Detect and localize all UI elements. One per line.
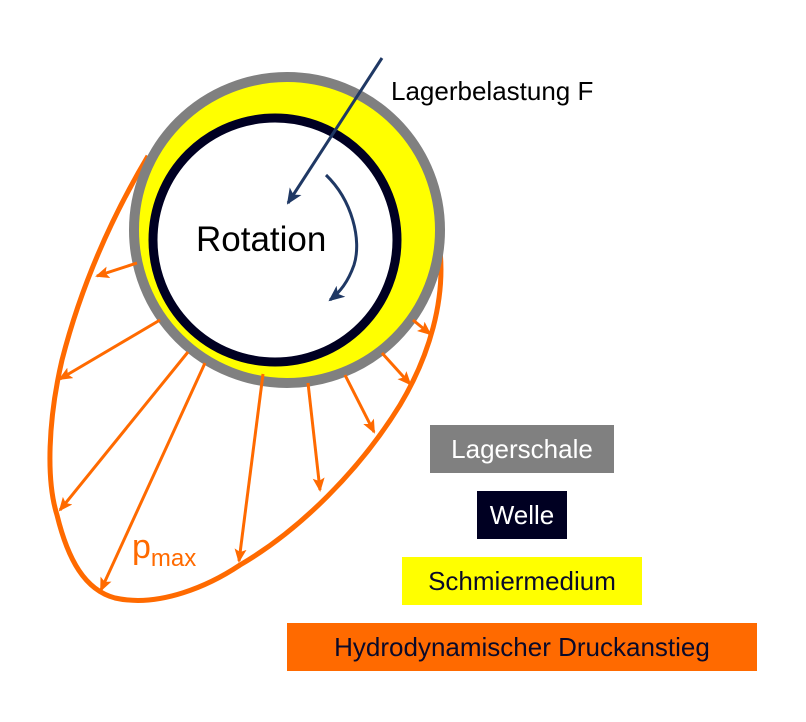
legend-lubricant: Schmiermedium bbox=[402, 557, 642, 605]
pressure-arrow bbox=[234, 373, 265, 563]
pressure-envelope-curve bbox=[47, 154, 444, 603]
pmax-symbol: p bbox=[132, 528, 151, 566]
pressure-arrow bbox=[306, 382, 325, 492]
pmax-subscript: max bbox=[150, 545, 197, 572]
legend-shell: Lagerschale bbox=[430, 425, 614, 473]
pressure-arrow bbox=[412, 318, 432, 336]
pressure-arrow bbox=[95, 261, 138, 278]
pressure-arrows bbox=[58, 261, 432, 592]
pressure-arrow bbox=[343, 374, 376, 434]
pressure-arrow bbox=[99, 362, 207, 592]
load-arrow bbox=[286, 57, 384, 205]
pmax-label: pmax bbox=[132, 528, 196, 572]
legend-shaft: Welle bbox=[477, 491, 567, 539]
rotation-label: Rotation bbox=[196, 220, 327, 259]
rotation-arrow bbox=[324, 173, 359, 302]
pressure-arrow bbox=[380, 351, 412, 386]
pressure-arrow bbox=[58, 351, 190, 512]
load-label: Lagerbelastung F bbox=[391, 76, 594, 106]
legend-pressure: Hydrodynamischer Druckanstieg bbox=[287, 623, 757, 671]
pressure-arrow bbox=[58, 318, 161, 381]
